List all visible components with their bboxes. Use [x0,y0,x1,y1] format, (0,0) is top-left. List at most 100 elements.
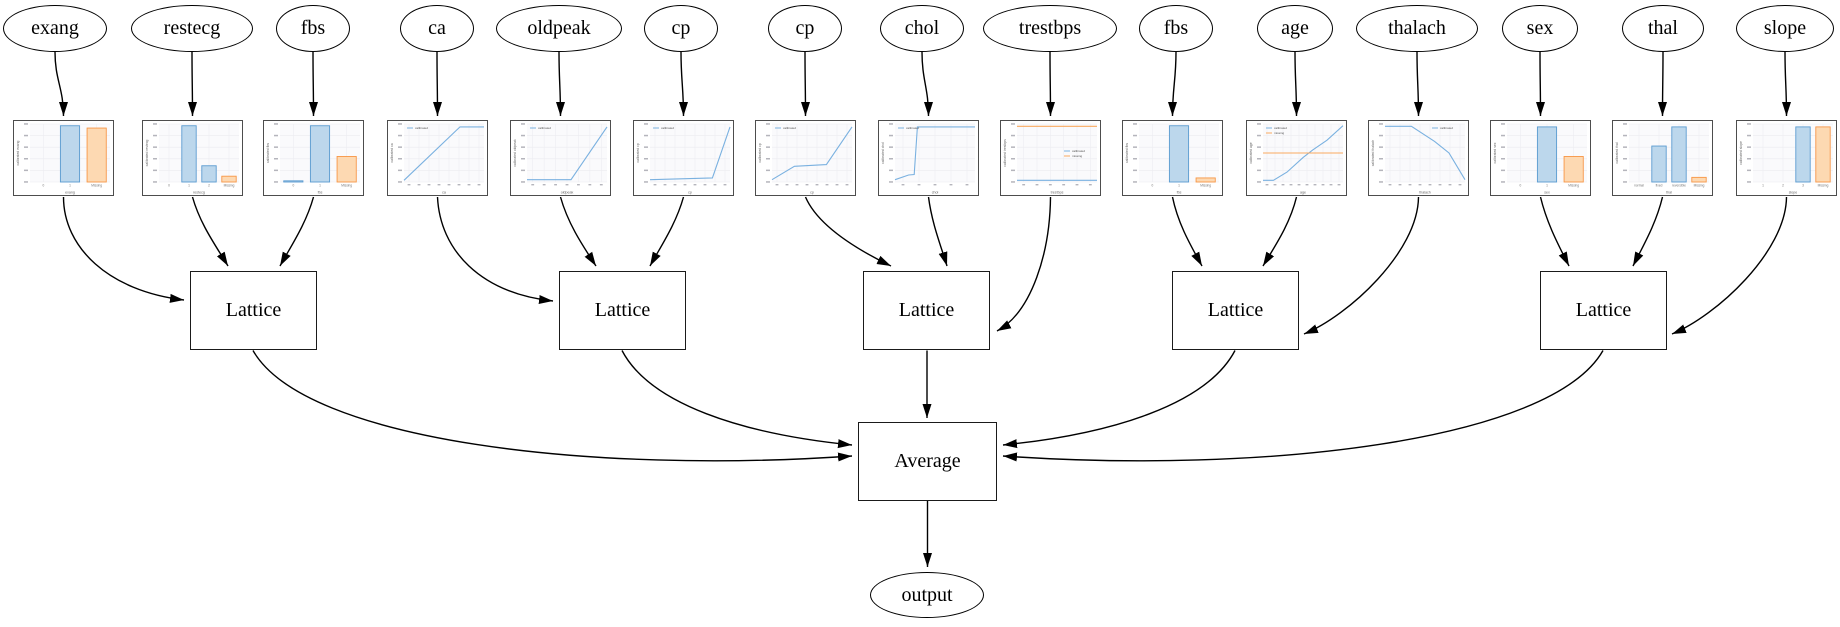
svg-text:sex: sex [1544,191,1550,195]
edge [927,196,948,267]
svg-text:ca: ca [442,191,446,195]
feature-label: sex [1526,17,1554,39]
feature-node-restecg: restecg [131,5,253,52]
svg-text:calibrated: calibrated [538,126,551,130]
lattice-node-5: Lattice [1540,271,1667,350]
edge [54,51,68,117]
edge [1262,196,1298,267]
feature-label: slope [1763,17,1807,39]
svg-text:1: 1 [319,184,321,188]
edge [1539,196,1570,267]
svg-text:calibrated chol: calibrated chol [881,142,885,164]
edge [432,51,442,117]
lattice-to-average-edges [252,350,1604,462]
svg-text:2: 2 [208,184,210,188]
svg-text:Missing: Missing [1694,184,1705,188]
average-node: Average [858,422,997,501]
feature-label: thal [1648,17,1678,39]
svg-text:calibrated oldpeak: calibrated oldpeak [513,139,517,167]
edge [1045,51,1055,117]
feature-node-cp: cp [644,5,718,52]
feature-label: fbs [300,17,326,39]
feature-node-trestbps: trestbps [983,5,1117,52]
svg-text:Missing: Missing [224,184,235,188]
edge [1535,51,1545,117]
lattice-label: Lattice [898,299,955,321]
edge [621,350,853,449]
svg-text:0: 0 [292,184,294,188]
svg-text:Missing: Missing [341,184,352,188]
feature-node-fbs: fbs [276,5,350,52]
feature-label: oldpeak [527,17,591,39]
svg-text:Missing: Missing [1200,184,1211,188]
svg-text:calibrated trestbps: calibrated trestbps [1003,139,1007,167]
svg-text:calibrated sex: calibrated sex [1493,142,1497,163]
edge [800,51,810,117]
lattice-label: Lattice [594,299,651,321]
feature-node-age: age [1257,5,1333,52]
lattice-label: Lattice [225,299,282,321]
feature-node-fbs-2: fbs [1139,5,1213,52]
edge [804,196,892,267]
calibrator-chart-thalach: calibrated thalach thalach calibrated [1368,120,1469,196]
svg-text:reversible: reversible [1672,184,1686,188]
edge [1303,196,1420,335]
edge [187,51,197,117]
lattice-node-3: Lattice [863,271,990,350]
lattice-node-4: Lattice [1172,271,1299,350]
feature-label: chol [904,17,940,39]
average-label: Average [894,450,961,472]
svg-text:calibrated: calibrated [1440,126,1453,130]
svg-text:1: 1 [69,184,71,188]
feature-label: ca [428,17,446,39]
feature-label: cp [671,17,691,39]
edge [1413,51,1423,117]
feature-node-thal: thal [1622,5,1704,52]
svg-text:thalach: thalach [1419,191,1431,195]
feature-label: thalach [1388,17,1446,39]
edge [62,196,185,303]
svg-text:calibrated restecg: calibrated restecg [145,140,149,167]
svg-text:calibrated: calibrated [783,126,796,130]
edge [1002,350,1604,462]
svg-text:chol: chol [932,191,939,195]
svg-text:calibrated: calibrated [1274,126,1287,130]
feature-node-sex: sex [1502,5,1578,52]
svg-text:calibrated ca: calibrated ca [390,143,394,162]
feature-label: age [1281,17,1309,39]
edge [921,51,933,117]
feature-node-slope: slope [1736,5,1834,52]
feature-node-oldpeak: oldpeak [496,5,622,52]
svg-text:cp: cp [688,191,692,195]
edge [1168,51,1178,117]
calibrator-to-lattice-edges [62,196,1788,335]
edge [1632,196,1664,267]
svg-text:3: 3 [1802,184,1804,188]
svg-text:Missing: Missing [1818,184,1829,188]
output-node: output [870,572,984,618]
svg-text:calibrated exang: calibrated exang [16,140,20,165]
feature-label: exang [31,17,79,39]
svg-text:missing: missing [1072,154,1083,158]
edge [678,51,688,117]
edge [1002,350,1236,449]
svg-text:thal: thal [1666,191,1672,195]
svg-text:normal: normal [1634,184,1644,188]
svg-text:Missing: Missing [91,184,102,188]
edge [1291,51,1301,117]
svg-text:exang: exang [65,191,75,195]
svg-text:calibrated cp: calibrated cp [636,143,640,162]
svg-text:restecg: restecg [193,191,205,195]
output-label: output [901,583,953,606]
svg-text:slope: slope [1789,191,1798,195]
svg-text:1: 1 [1762,184,1764,188]
svg-text:oldpeak: oldpeak [561,191,574,195]
svg-text:calibrated thalach: calibrated thalach [1371,140,1375,167]
edge [996,196,1052,332]
